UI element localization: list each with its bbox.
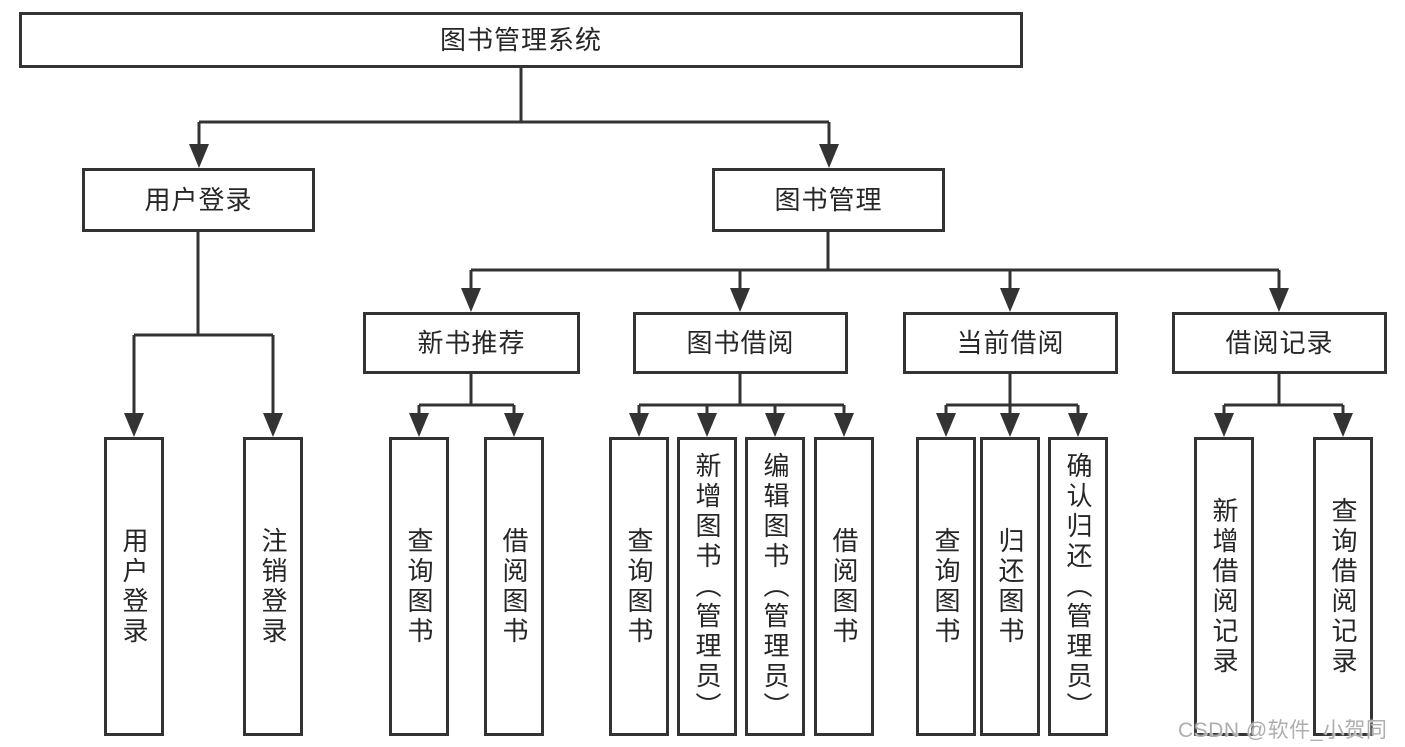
node-current-borrowing: 当前借阅 xyxy=(903,312,1118,374)
node-book-borrowing: 图书借阅 xyxy=(633,312,848,374)
leaf-return-books: 归还图书 xyxy=(980,437,1040,736)
leaf-user-login: 用户登录 xyxy=(104,437,164,736)
node-new-book-recommend: 新书推荐 xyxy=(363,312,580,374)
leaf-add-borrow-record: 新增借阅记录 xyxy=(1194,437,1254,736)
csdn-watermark: CSDN @软件_小贺同学 xyxy=(1178,719,1388,742)
leaf-query-borrow-record: 查询借阅记录 xyxy=(1313,437,1373,736)
leaf-query-books-current: 查询图书 xyxy=(916,437,976,736)
leaf-query-books-borrow: 查询图书 xyxy=(609,437,669,736)
leaf-borrow-books: 借阅图书 xyxy=(814,437,874,736)
leaf-query-books-recommend: 查询图书 xyxy=(389,437,449,736)
node-user-login: 用户登录 xyxy=(82,168,315,232)
leaf-borrow-books-recommend: 借阅图书 xyxy=(484,437,544,736)
node-borrowing-records: 借阅记录 xyxy=(1172,312,1387,374)
node-root-system: 图书管理系统 xyxy=(19,12,1023,68)
leaf-logout: 注销登录 xyxy=(243,437,303,736)
leaf-edit-books-admin: 编辑图书（管理员） xyxy=(745,437,805,736)
leaf-add-books-admin: 新增图书（管理员） xyxy=(677,437,737,736)
leaf-confirm-return-admin: 确认归还（管理员） xyxy=(1048,437,1108,736)
node-book-management: 图书管理 xyxy=(712,168,945,232)
